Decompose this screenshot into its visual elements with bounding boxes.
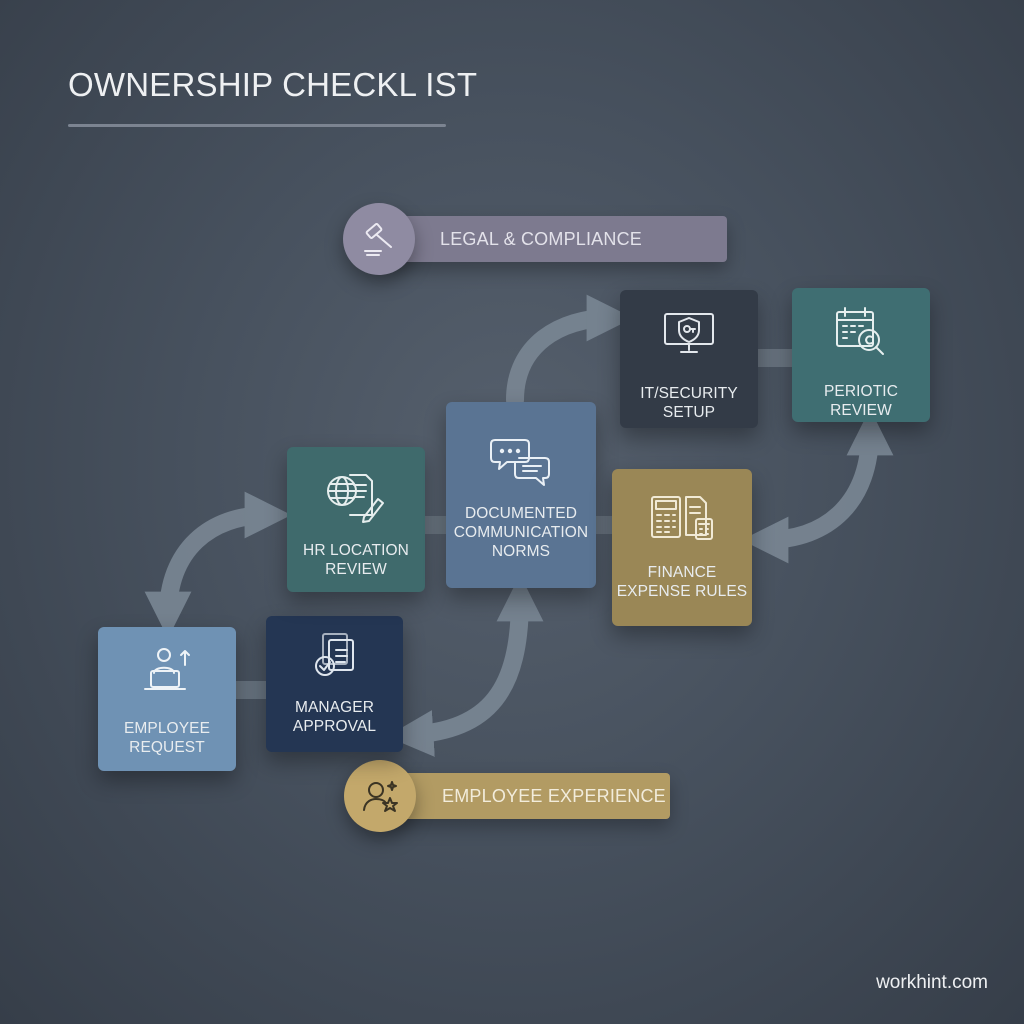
person-star-icon — [363, 781, 398, 812]
employee-experience-label: EMPLOYEE EXPERIENCE — [442, 785, 666, 806]
calculator-document-icon — [646, 491, 718, 551]
laptop-user-icon — [131, 641, 203, 701]
employee-experience-pill: EMPLOYEE EXPERIENCE — [380, 773, 670, 819]
page-title: OWNERSHIP CHECKL IST — [68, 66, 478, 103]
step-manager-approval[interactable]: MANAGER APPROVAL — [266, 616, 403, 752]
chat-bubbles-icon — [485, 432, 557, 492]
document-check-icon — [299, 630, 371, 690]
globe-document-icon — [320, 469, 392, 529]
title-underline — [68, 124, 446, 127]
step-hr-location-review[interactable]: HR LOCATION REVIEW — [287, 447, 425, 592]
calendar-search-icon — [825, 304, 897, 364]
manager-approval-label: MANAGER APPROVAL — [292, 699, 377, 735]
step-finance-expense-rules[interactable]: FINANCE EXPENSE RULES — [612, 469, 752, 626]
shield-monitor-icon — [653, 306, 725, 366]
hr-location-review-label: HR LOCATION REVIEW — [303, 542, 409, 578]
footer-brand: workhint.com — [876, 972, 988, 993]
legal-compliance-badge — [343, 203, 415, 275]
arrow-norms-to-it — [506, 294, 634, 409]
arrow-request-to-hr — [144, 491, 292, 639]
step-communication-norms[interactable]: DOCUMENTED COMMUNICATION NORMS — [446, 402, 596, 588]
employee-experience-badge — [344, 760, 416, 832]
step-it-security-setup[interactable]: IT/SECURITY SETUP — [620, 290, 758, 428]
step-employee-request[interactable]: EMPLOYEE REQUEST — [98, 627, 236, 771]
step-periodic-review[interactable]: PERIOTIC REVIEW — [792, 288, 930, 422]
arrow-approval-to-norms — [386, 574, 544, 757]
communication-norms-label: DOCUMENTED COMMUNICATION NORMS — [453, 505, 589, 560]
employee-request-label: EMPLOYEE REQUEST — [123, 720, 211, 756]
finance-expense-rules-label: FINANCE EXPENSE RULES — [616, 564, 748, 600]
legal-compliance-label: LEGAL & COMPLIANCE — [440, 228, 642, 249]
legal-compliance-pill: LEGAL & COMPLIANCE — [380, 216, 727, 262]
periodic-review-label: PERIOTIC REVIEW — [823, 383, 898, 419]
it-security-setup-label: IT/SECURITY SETUP — [640, 385, 738, 421]
gavel-icon — [364, 223, 392, 256]
arrow-review-to-finance — [741, 408, 894, 564]
